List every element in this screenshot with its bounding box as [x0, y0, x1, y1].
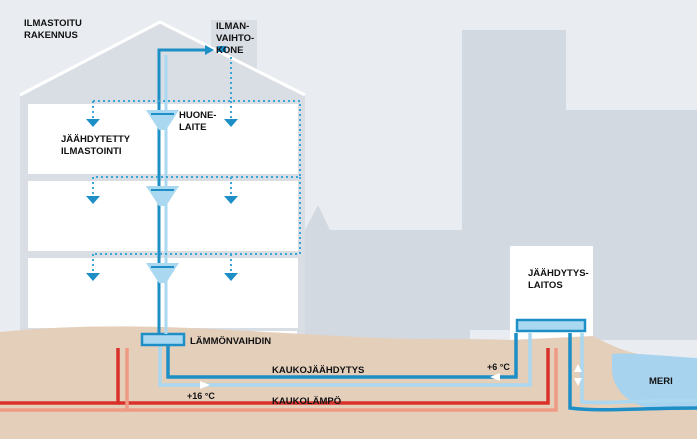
building-label: ILMASTOITU RAKENNUS — [24, 18, 82, 41]
plant-down-arrow-icon — [574, 378, 582, 386]
ground — [0, 326, 697, 439]
heat-exchanger-icon — [140, 332, 186, 347]
room-unit-ticks — [151, 113, 174, 268]
sea — [612, 353, 697, 408]
air-ducts — [92, 57, 301, 272]
return-flow-arrow-icon — [200, 381, 210, 389]
supply-flow-arrow-icon — [490, 373, 500, 381]
room-unit-label: HUONE- LAITE — [179, 110, 217, 133]
building — [19, 20, 306, 347]
ventilation-unit-label: ILMAN- VAIHTO- KONE — [216, 21, 255, 56]
district-heating-label: KAUKOLÄMPÖ — [272, 396, 342, 407]
air-outlet-arrows — [86, 119, 238, 281]
supply-temperature-label: +6 °C — [487, 362, 510, 372]
district-cooling-pipes — [158, 333, 697, 412]
heat-exchanger-label: LÄMMÖNVAIHDIN — [190, 336, 272, 347]
district-cooling-label: KAUKOJÄÄHDYTYS — [272, 365, 365, 376]
cooling-plant-label: JÄÄHDYTYS- LAITOS — [528, 268, 589, 291]
ventilation-unit-icon — [218, 46, 226, 52]
sea-label: MERI — [649, 376, 673, 387]
district-heating-pipes — [0, 348, 558, 412]
cooling-plant-unit-icon — [515, 318, 587, 333]
city-silhouette — [300, 30, 697, 340]
plant-up-arrow-icon — [574, 364, 582, 372]
cooled-air-label: JÄÄHDYTETTY ILMASTOINTI — [61, 134, 131, 157]
supply-arrow-icon — [205, 45, 214, 55]
return-temperature-label: +16 °C — [187, 391, 215, 401]
